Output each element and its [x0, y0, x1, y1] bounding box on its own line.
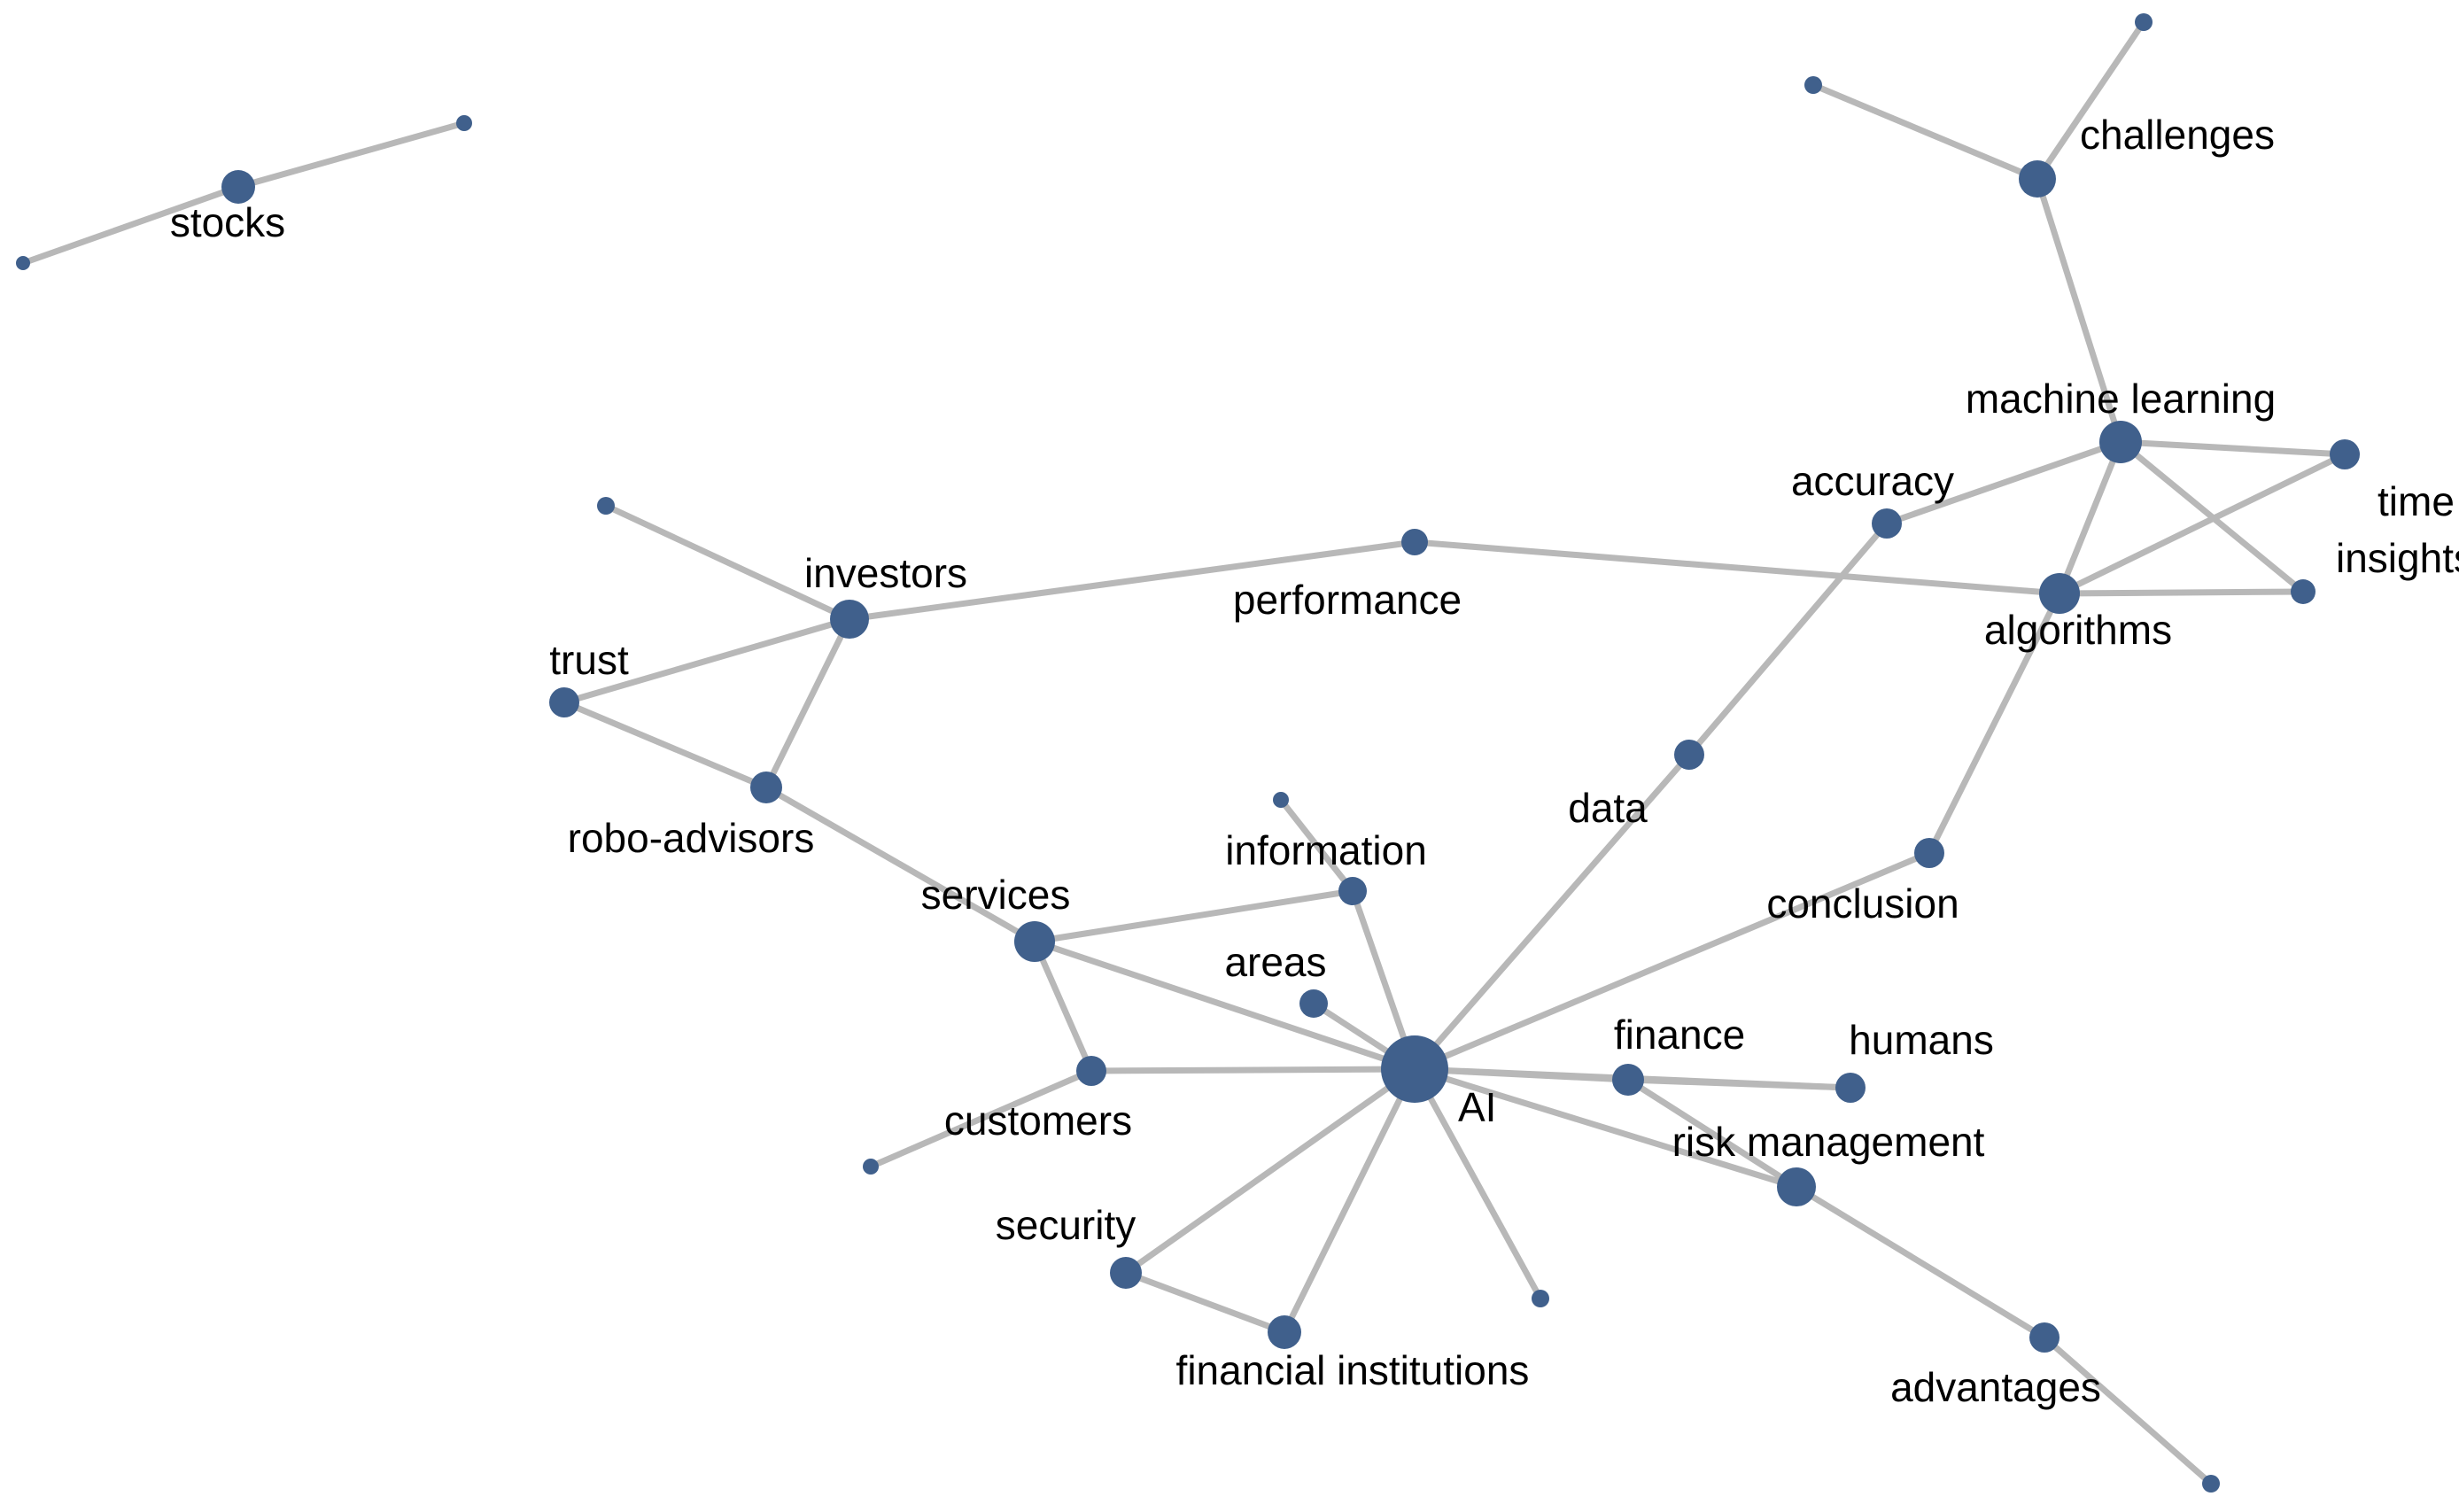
node-label-information: information	[1225, 827, 1427, 873]
graph-edge	[2056, 451, 2348, 597]
graph-node-security[interactable]	[1110, 1257, 1142, 1289]
node-label-finance: finance	[1614, 1012, 1745, 1058]
graph-node-services[interactable]	[1014, 921, 1055, 962]
node-label-challenges: challenges	[2080, 112, 2275, 158]
graph-node-time[interactable]	[2330, 439, 2360, 469]
graph-node-finance[interactable]	[1612, 1064, 1644, 1096]
graph-node-advantages[interactable]	[2029, 1322, 2060, 1353]
graph-node-unlabeled[interactable]	[1273, 792, 1289, 808]
graph-node-humans[interactable]	[1835, 1073, 1866, 1103]
graph-edge	[19, 183, 242, 267]
graph-node-financial-institutions[interactable]	[1268, 1315, 1301, 1349]
graph-edge	[1088, 1066, 1418, 1074]
graph-edge	[1883, 438, 2124, 527]
graph-node-unlabeled[interactable]	[597, 497, 615, 515]
node-label-algorithms: algorithms	[1984, 607, 2172, 653]
node-label-performance: performance	[1233, 577, 1462, 623]
graph-node-risk-management[interactable]	[1777, 1167, 1816, 1206]
graph-edge	[1281, 1066, 1418, 1336]
graph-edge	[1031, 938, 1095, 1074]
graph-edge	[1122, 1066, 1418, 1276]
graph-edge	[2117, 438, 2348, 458]
graph-node-ai[interactable]	[1381, 1035, 1448, 1103]
graph-node-unlabeled[interactable]	[1532, 1290, 1549, 1307]
graph-node-unlabeled[interactable]	[2135, 13, 2153, 31]
graph-node-unlabeled[interactable]	[863, 1159, 879, 1175]
graph-edge	[846, 539, 1418, 623]
graph-node-challenges[interactable]	[2019, 160, 2056, 198]
graph-node-accuracy[interactable]	[1872, 508, 1902, 539]
node-label-areas: areas	[1224, 939, 1326, 985]
graph-node-unlabeled[interactable]	[16, 256, 30, 270]
graph-edge	[1625, 1076, 1800, 1190]
graph-edge	[1411, 539, 2063, 597]
nodes-layer	[16, 13, 2360, 1493]
graph-edge	[867, 1067, 1095, 1170]
node-label-accuracy: accuracy	[1791, 458, 1954, 504]
graph-edge	[2041, 1334, 2215, 1487]
node-label-financial-institutions: financial institutions	[1176, 1347, 1530, 1393]
node-label-robo-advisors: robo-advisors	[568, 815, 815, 861]
graph-node-algorithms[interactable]	[2039, 573, 2080, 614]
graph-node-unlabeled[interactable]	[1804, 76, 1822, 94]
graph-edge	[2056, 588, 2307, 597]
graph-node-data[interactable]	[1674, 740, 1704, 770]
graph-edge	[2034, 175, 2124, 446]
graph-edge	[1926, 590, 2063, 857]
graph-edge	[763, 616, 853, 791]
node-label-trust: trust	[549, 637, 629, 683]
labels-layer: stocks challenges machine learning time insi…	[170, 112, 2459, 1410]
node-label-stocks: stocks	[170, 199, 285, 245]
node-label-time: time	[2378, 478, 2455, 524]
graph-node-insights[interactable]	[2291, 579, 2315, 604]
graph-edge	[1411, 1066, 1544, 1302]
graph-node-performance[interactable]	[1401, 529, 1428, 555]
graph-node-conclusion[interactable]	[1914, 838, 1944, 868]
graph-edge	[602, 502, 853, 623]
node-label-humans: humans	[1849, 1017, 1994, 1063]
graph-node-customers[interactable]	[1076, 1056, 1106, 1086]
graph-edge	[1277, 796, 1356, 895]
graph-node-robo-advisors[interactable]	[750, 772, 782, 803]
graph-edge	[1625, 1076, 1854, 1091]
graph-node-areas[interactable]	[1299, 989, 1328, 1018]
graph-node-stocks[interactable]	[221, 170, 255, 204]
graph-edge	[763, 784, 1038, 945]
graph-edge	[1031, 888, 1356, 945]
node-label-customers: customers	[944, 1097, 1132, 1144]
graph-edge	[1122, 1269, 1288, 1336]
node-label-ai: AI	[1458, 1084, 1496, 1130]
graph-node-investors[interactable]	[830, 600, 869, 639]
graph-edge	[1031, 938, 1418, 1073]
node-label-conclusion: conclusion	[1766, 880, 1959, 927]
graph-edge	[1810, 81, 2041, 182]
node-label-data: data	[1568, 785, 1648, 831]
node-label-risk-management: risk management	[1672, 1119, 1985, 1165]
graph-node-machine-learning[interactable]	[2099, 421, 2142, 463]
node-label-machine-learning: machine learning	[1966, 376, 2276, 422]
graph-edge	[1411, 849, 1933, 1073]
graph-edge	[561, 616, 853, 706]
node-label-services: services	[921, 872, 1071, 918]
graph-edge	[1686, 520, 1890, 758]
node-label-investors: investors	[804, 550, 967, 596]
graph-edge	[1793, 1183, 2048, 1341]
node-label-insights: insights	[2336, 535, 2459, 581]
graph-edge	[2034, 19, 2147, 182]
node-label-security: security	[996, 1202, 1136, 1248]
node-label-advantages: advantages	[1890, 1364, 2101, 1410]
graph-node-unlabeled[interactable]	[456, 115, 472, 131]
graph-edge	[1411, 1066, 1800, 1190]
graph-edge	[2056, 438, 2124, 597]
graph-edge	[561, 699, 770, 791]
graph-edge	[235, 120, 468, 190]
graph-node-trust[interactable]	[549, 687, 579, 717]
graph-edge	[1411, 751, 1693, 1073]
graph-node-unlabeled[interactable]	[2202, 1475, 2220, 1493]
edges-layer	[19, 19, 2348, 1487]
graph-node-information[interactable]	[1338, 877, 1367, 905]
